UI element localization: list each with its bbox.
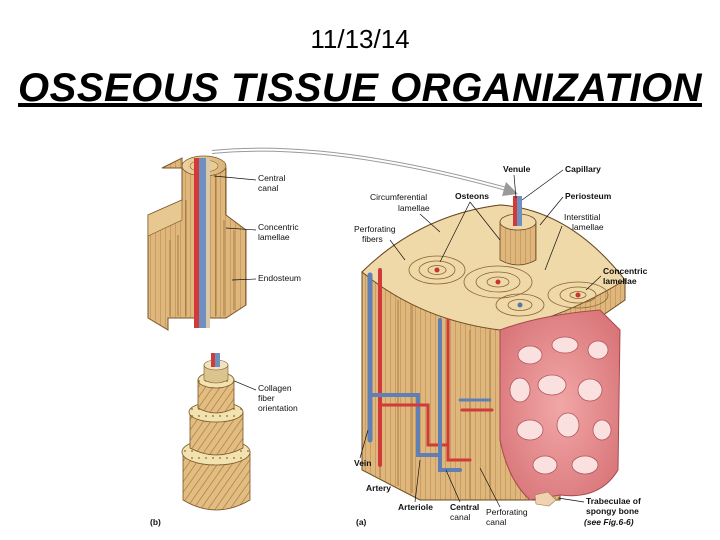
panel-a-labels: Venule Capillary Osteons Periosteum Circ… xyxy=(354,164,648,527)
label-concentric-a-2: lamellae xyxy=(603,276,637,286)
label-central-canal-b-2: canal xyxy=(258,183,278,193)
label-arteriole: Arteriole xyxy=(398,502,433,512)
label-venule: Venule xyxy=(503,164,531,174)
label-perforating-fibers: Perforating xyxy=(354,224,396,234)
label-perforating-fibers-2: fibers xyxy=(362,234,383,244)
label-interstitial: Interstitial xyxy=(564,212,600,222)
panel-a-blood-vessels xyxy=(367,268,494,472)
label-capillary: Capillary xyxy=(565,164,601,174)
label-perforating-canal: Perforating xyxy=(486,507,528,517)
label-concentric-lamellae-b: Concentric xyxy=(258,222,299,232)
label-collagen: Collagen xyxy=(258,383,292,393)
panel-a-spongy-bone xyxy=(499,309,621,507)
label-see-fig: (see Fig.6-6) xyxy=(584,517,634,527)
label-circumferential-2: lamellae xyxy=(398,203,430,213)
label-circumferential: Circumferential xyxy=(370,192,427,202)
panel-b-labels: Central canal Concentric lamellae Endost… xyxy=(213,173,301,413)
label-periosteum: Periosteum xyxy=(565,191,612,201)
label-concentric-a: Concentric xyxy=(603,266,648,276)
zoom-arrow xyxy=(211,147,511,192)
label-endosteum: Endosteum xyxy=(258,273,301,283)
panel-b-letter: (b) xyxy=(150,517,161,527)
label-collagen-3: orientation xyxy=(258,403,298,413)
label-artery: Artery xyxy=(366,483,391,493)
panel-b-telescoping-lamellae xyxy=(181,353,251,511)
label-collagen-2: fiber xyxy=(258,393,275,403)
label-trabeculae-2: spongy bone xyxy=(586,506,639,516)
panel-b-osteon-cutaway: (b) xyxy=(147,155,247,527)
label-vein: Vein xyxy=(354,458,371,468)
label-central-canal-a-2: canal xyxy=(450,512,470,522)
slide-title: OSSEOUS TISSUE ORGANIZATION xyxy=(18,66,702,110)
label-osteons: Osteons xyxy=(455,191,489,201)
slide-date: 11/13/14 xyxy=(310,24,410,54)
label-interstitial-2: lamellae xyxy=(572,222,604,232)
label-perforating-canal-2: canal xyxy=(486,517,506,527)
label-concentric-lamellae-b-2: lamellae xyxy=(258,232,290,242)
label-central-canal-a: Central xyxy=(450,502,479,512)
panel-a-letter: (a) xyxy=(356,517,367,527)
label-central-canal-b: Central xyxy=(258,173,286,183)
label-trabeculae: Trabeculae of xyxy=(586,496,641,506)
